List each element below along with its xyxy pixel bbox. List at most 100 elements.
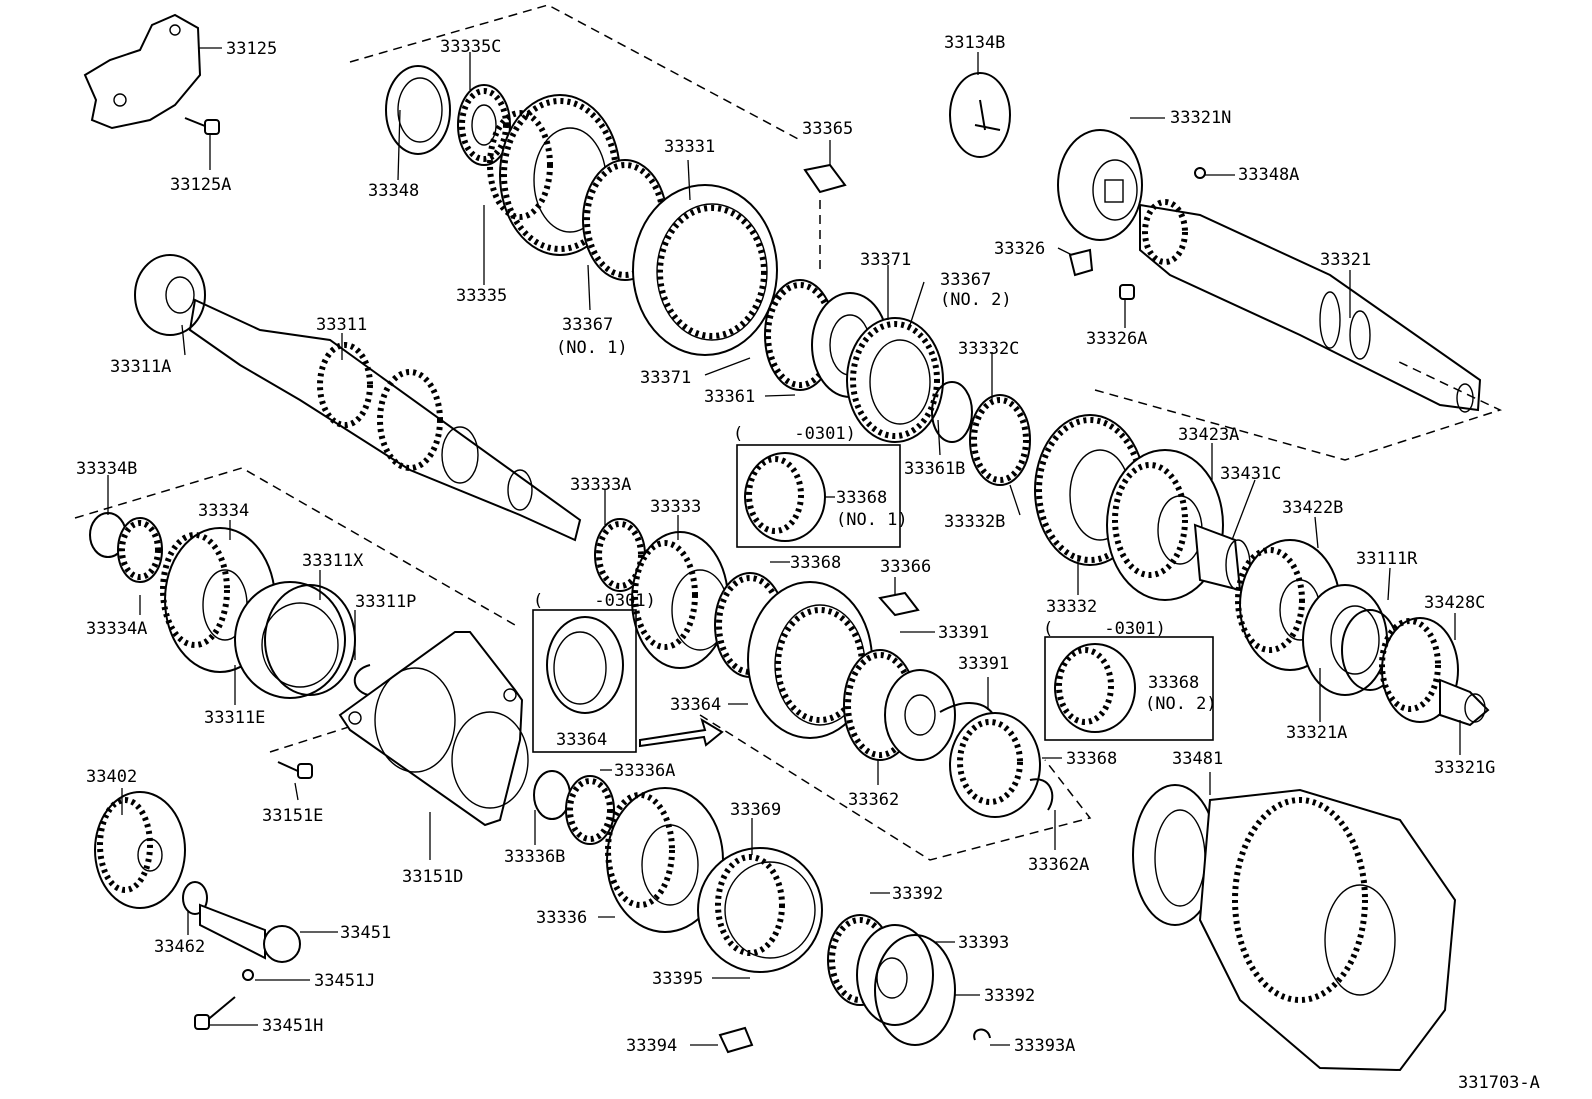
nut-33321G-drawing [1439,678,1490,727]
label-33431C: 33431C [1220,464,1281,484]
label-33371-upper: 33371 [860,250,911,270]
label-33369: 33369 [730,800,781,820]
label-33393: 33393 [958,933,1009,953]
ring-33392-drawing [874,934,956,1046]
label-33348: 33348 [368,181,419,201]
label-33462: 33462 [154,937,205,957]
label-33362: 33362 [848,790,899,810]
label-33321G: 33321G [1434,758,1495,778]
label-33125A: 33125A [170,175,231,195]
label-33392-lower: 33392 [984,986,1035,1006]
ring-33336B-drawing [533,770,571,820]
label-33394: 33394 [626,1036,677,1056]
label-33423A: 33423A [1178,425,1239,445]
housing-33481-drawing [1132,784,1457,1072]
sleeve-33331-drawing [632,184,778,356]
gear-33333-drawing [631,531,729,669]
seal-33348-drawing [385,65,451,155]
label-33336A: 33336A [614,761,675,781]
group-outline-center-low [699,714,1092,861]
bolt-33151E-drawing [277,761,313,779]
group-outline-upper-left [349,4,801,141]
label-33428C: 33428C [1424,593,1485,613]
label-33336: 33336 [536,908,587,928]
ring-33451J-drawing [242,969,254,981]
label-33365: 33365 [802,119,853,139]
label-33334: 33334 [198,501,249,521]
ring-33311X-drawing [234,581,356,699]
label-33367-no1: 33367 [562,315,613,335]
label-33311E: 33311E [204,708,265,728]
label-33368-lower: 33368 [1066,749,1117,769]
washer-33462-drawing [182,881,208,915]
bearing-33321N-drawing [1057,129,1143,241]
applicability-box-3 [1044,636,1214,741]
bearing-33321A-drawing [1302,584,1399,696]
label-33364-center: 33364 [670,695,721,715]
label-33311P: 33311P [355,592,416,612]
label-33334A: 33334A [86,619,147,639]
clip-33311P-drawing [353,664,371,696]
label-33392-upper: 33392 [892,884,943,904]
key-33365-drawing [803,163,847,194]
leader-lines [107,47,1461,1046]
group-outline-right [1094,359,1503,461]
label-33367-no2-note: (NO. 2) [940,290,1012,310]
bearing-33332C-drawing [931,381,1031,486]
label-33332: 33332 [1046,597,1097,617]
clip-33393A-drawing [973,1028,991,1041]
label-33367-no2: 33367 [940,270,991,290]
label-33151D: 33151D [402,867,463,887]
gear-33423A-drawing [1106,449,1224,601]
label-33368-no1-note: (NO. 1) [836,510,908,530]
applicability-box-2 [532,609,637,753]
label-box3-range: ( -0301) [1043,619,1166,639]
label-33348A: 33348A [1238,165,1299,185]
label-box1-range: ( -0301) [733,424,856,444]
label-box2-range: ( -0301) [533,591,656,611]
hub-33362-drawing [843,649,956,761]
label-33326: 33326 [994,239,1045,259]
label-33368-mid: 33368 [790,553,841,573]
bolt-33451H-drawing [194,996,236,1030]
label-33422B: 33422B [1282,498,1343,518]
label-33451: 33451 [340,923,391,943]
retainer-33326-drawing [1068,248,1135,300]
label-33366: 33366 [880,557,931,577]
label-33311A: 33311A [110,357,171,377]
label-33331: 33331 [664,137,715,157]
bearing-33336A-drawing [565,775,615,845]
label-33451H: 33451H [262,1016,323,1036]
plate-33151D-drawing [338,631,529,827]
label-33361: 33361 [704,387,755,407]
label-33395: 33395 [652,969,703,989]
label-33362A: 33362A [1028,855,1089,875]
ring-33367-no2-drawing [846,317,944,443]
bearing-33334A-drawing [117,517,163,583]
bracket-33125-drawing [83,13,220,135]
shaft-33311-drawing [134,254,582,542]
sleeve-33364-box-drawing [546,616,624,714]
gear-33402-drawing [94,791,186,909]
label-33367-no1-note: (NO. 1) [556,338,628,358]
label-33311X: 33311X [302,551,364,571]
label-33125: 33125 [226,39,277,59]
label-33481: 33481 [1172,749,1223,769]
label-33151E: 33151E [262,806,323,826]
hub-33393-drawing [827,914,934,1026]
catalog-id: 331703-A [1458,1073,1540,1093]
ring-33368-no1-box-drawing [744,452,826,542]
label-33371-lower: 33371 [640,368,691,388]
key-33366-drawing [878,591,920,617]
gear-33361-drawing [764,279,889,398]
spacer-33431C-drawing [1193,523,1251,592]
label-33335C: 33335C [440,37,501,57]
clip-33362A-drawing [1029,778,1054,811]
label-33334B: 33334B [76,459,137,479]
ball-33348A-drawing [1194,167,1206,179]
label-33326A: 33326A [1086,329,1147,349]
label-33335: 33335 [456,286,507,306]
label-33311: 33311 [316,315,367,335]
ring-33368-no2-box-drawing [1054,643,1136,733]
